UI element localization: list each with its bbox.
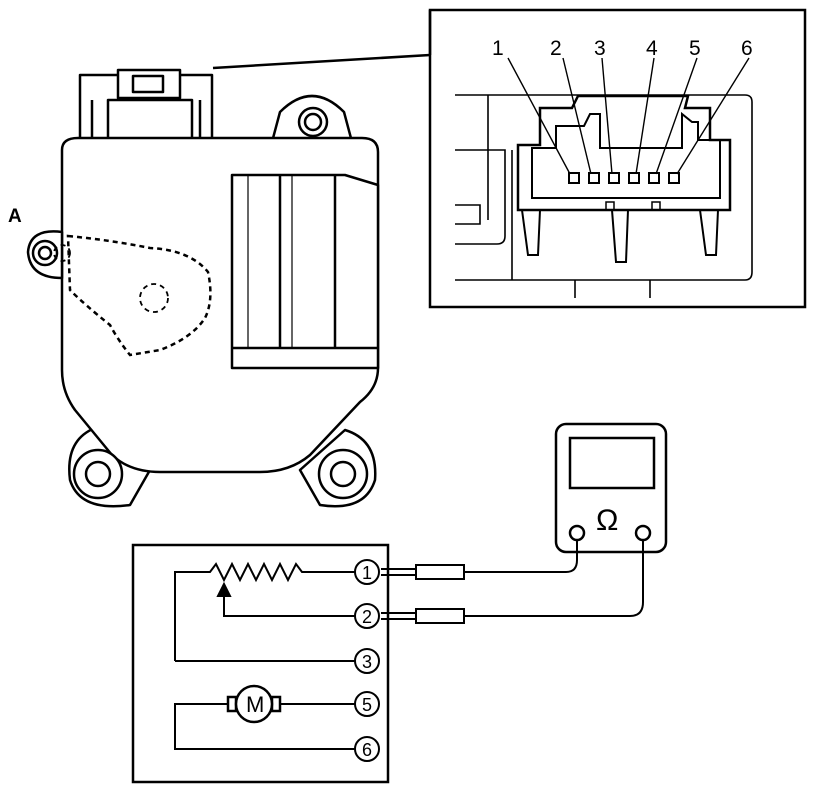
motor-symbol	[234, 684, 274, 724]
callout-label-a: A	[8, 206, 22, 227]
actuator-body	[26, 68, 380, 508]
zoom-callout	[212, 8, 807, 309]
pin-terminal-5	[648, 172, 660, 184]
test-leads	[381, 540, 644, 624]
pin-terminal-1	[568, 172, 580, 184]
zoom-frame	[428, 8, 807, 309]
ohmmeter-display	[568, 436, 656, 490]
pin-number-4: 4	[646, 37, 658, 60]
circuit-node-6	[354, 736, 380, 762]
connector-latch-slot	[131, 74, 165, 94]
lead-2	[464, 540, 644, 617]
potentiometer-resistor	[174, 561, 355, 661]
motor	[226, 684, 282, 724]
circuit-node-1	[354, 559, 380, 585]
connector-detail	[455, 94, 753, 298]
pin-number-2: 2	[550, 37, 562, 60]
pin-leader-lines	[507, 57, 750, 175]
pin-terminal-6	[668, 172, 680, 184]
lead-1	[464, 540, 578, 573]
circuit-nodes	[354, 559, 380, 762]
circuit-node-label-5: 5	[362, 695, 372, 715]
ohm-symbol: Ω	[596, 504, 618, 537]
pin-number-6: 6	[741, 37, 753, 60]
circuit-node-label-1: 1	[362, 563, 372, 583]
pin-terminal-4	[628, 172, 640, 184]
motor-label: M	[246, 692, 264, 717]
pin-terminal-2	[588, 172, 600, 184]
circuit-node-labels: 1 2 3 5 6	[362, 563, 372, 760]
pin-number-3: 3	[594, 37, 606, 60]
pin-terminals	[568, 172, 680, 184]
pin-numbers: 1 2 3 4 5 6	[492, 37, 753, 60]
circuit-node-label-3: 3	[362, 652, 372, 672]
circuit-node-2	[354, 603, 380, 629]
pin-terminal-3	[608, 172, 620, 184]
ohmmeter	[554, 422, 668, 554]
schematic	[131, 543, 390, 784]
hidden-cam	[53, 234, 212, 357]
circuit-node-label-6: 6	[362, 740, 372, 760]
potentiometer-wiper	[223, 590, 355, 617]
probe-1	[415, 564, 465, 580]
ohmmeter-terminal-left	[568, 524, 586, 542]
pin-number-5: 5	[689, 37, 701, 60]
ohmmeter-terminal-right	[634, 524, 652, 542]
circuit-node-label-2: 2	[362, 607, 372, 627]
circuit-node-5	[354, 691, 380, 717]
schematic-frame	[131, 543, 390, 784]
circuit-node-3	[354, 648, 380, 674]
pin-number-1: 1	[492, 37, 504, 60]
rib-panel	[230, 173, 380, 370]
probe-2	[415, 608, 465, 624]
